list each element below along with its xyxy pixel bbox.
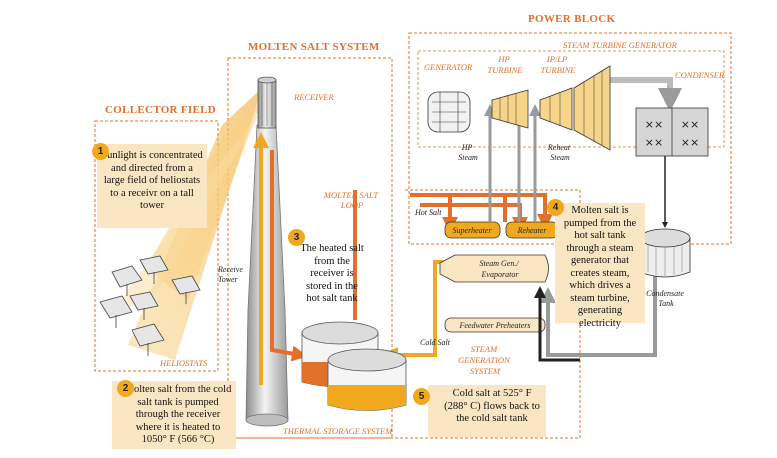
power-block-box <box>408 32 732 245</box>
step-3-badge: 3 <box>288 229 305 246</box>
svg-text:⨯⨯: ⨯⨯ <box>645 118 663 131</box>
hp-turbine-label: HP TURBINE <box>488 54 524 75</box>
svg-text:⨯⨯: ⨯⨯ <box>681 118 699 131</box>
receiver-label: RECEIVER <box>293 92 334 102</box>
steam-generation-title: STEAM GENERATION SYSTEM <box>458 344 512 376</box>
svg-text:⨯⨯: ⨯⨯ <box>645 136 663 149</box>
generator-label: GENERATOR <box>424 62 473 72</box>
thermal-storage-title: THERMAL STORAGE SYSTEM <box>283 426 393 436</box>
step-1-note: Sunlight is concentrated and directed fr… <box>97 144 207 228</box>
steam-generator-evaporator[interactable]: Steam Gen./ Evaporator <box>439 254 549 283</box>
step-3-text: The heated salt from the receiver is sto… <box>300 243 364 304</box>
step-2-text: Molten salt from the cold salt tank is p… <box>124 384 232 445</box>
heliostats-label: HELIOSTATS <box>159 358 208 368</box>
hot-salt-label: Hot Salt <box>414 208 442 217</box>
step-2-badge: 2 <box>117 380 134 397</box>
step-1-badge: 1 <box>92 143 109 160</box>
iplp-turbine-label: IP/LP TURBINE <box>541 54 577 75</box>
condensate-tank-label: Condensate Tank <box>646 289 686 308</box>
step-1-text: Sunlight is concentrated and directed fr… <box>101 150 203 211</box>
iplp-turbine <box>539 65 611 151</box>
molten-salt-system-title: MOLTEN SALT SYSTEM <box>248 41 380 53</box>
step-5-text: Cold salt at 525° F (288° C) flows back … <box>444 388 540 424</box>
cold-salt-tank <box>327 348 407 411</box>
superheater[interactable]: Superheater <box>444 221 501 239</box>
generator <box>427 91 471 133</box>
collector-field-box <box>94 120 219 372</box>
steam-lines <box>484 77 682 362</box>
reheater[interactable]: Reheater <box>505 221 559 239</box>
condensate-tank <box>639 228 691 278</box>
cold-salt-label: Cold Salt <box>420 338 451 347</box>
condenser: ⨯⨯ ⨯⨯ ⨯⨯ ⨯⨯ <box>635 107 709 157</box>
steam-generation-box <box>228 189 581 439</box>
step-2-note: Molten salt from the cold salt tank is p… <box>112 381 236 449</box>
svg-text:Feedwater Preheaters: Feedwater Preheaters <box>458 321 530 330</box>
step-4-note: Molten salt is pumped from the hot salt … <box>555 203 645 329</box>
collector-field-title: COLLECTOR FIELD <box>105 104 216 116</box>
step-5-badge: 5 <box>413 388 430 405</box>
step-4-text: Molten salt is pumped from the hot salt … <box>563 205 637 329</box>
step-4-badge: 4 <box>547 199 564 216</box>
steam-turbine-box <box>417 50 725 148</box>
molten-salt-loop-label: MOLTEN SALT LOOP <box>323 190 380 210</box>
feedwater-preheaters[interactable]: Feedwater Preheaters <box>444 317 546 333</box>
receiver-tower <box>245 76 289 427</box>
svg-text:Superheater: Superheater <box>453 226 493 235</box>
step-5-note: Cold salt at 525° F (288° C) flows back … <box>428 385 546 437</box>
hp-turbine <box>491 89 529 129</box>
svg-text:Reheater: Reheater <box>517 226 548 235</box>
steam-turbine-generator-title: STEAM TURBINE GENERATOR <box>563 40 678 50</box>
heliostat-field <box>99 255 201 356</box>
svg-text:⨯⨯: ⨯⨯ <box>681 136 699 149</box>
receiver-tower-label: Receive Tower <box>217 265 245 284</box>
reheat-steam-label: Reheat Steam <box>547 143 572 162</box>
step-3-note: The heated salt from the receiver is sto… <box>295 240 369 310</box>
power-block-title: POWER BLOCK <box>528 13 615 25</box>
hp-steam-label: HP Steam <box>458 143 478 162</box>
svg-text:Steam Gen./ Evaporator: Steam Gen./ Evaporator <box>479 259 520 279</box>
condenser-label: CONDENSER <box>675 70 725 80</box>
